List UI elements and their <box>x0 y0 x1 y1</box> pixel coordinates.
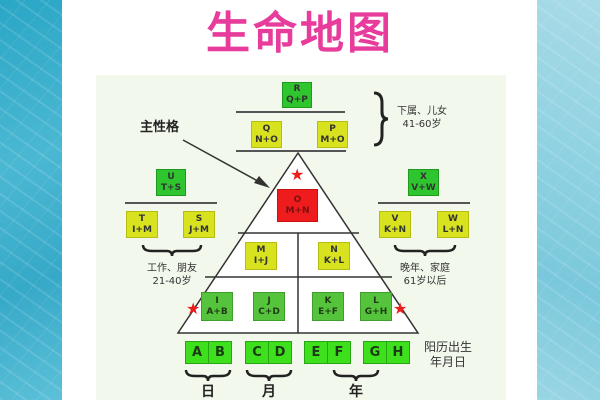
day-label: 日 <box>201 384 215 400</box>
birth-cell-B: B <box>208 341 232 364</box>
year-label: 年 <box>349 384 363 400</box>
box-O: O M+N <box>277 189 318 222</box>
box-letter: I <box>215 295 219 306</box>
box-Q: Q N+O <box>251 121 282 148</box>
birth-cell-H: H <box>386 341 410 364</box>
box-formula: M+N <box>285 205 310 216</box>
month-label: 月 <box>262 384 276 400</box>
box-letter: K <box>324 295 332 306</box>
box-formula: K+N <box>383 224 407 235</box>
left-decorative-background <box>0 0 62 400</box>
box-W: W L+N <box>437 211 469 238</box>
box-letter: T <box>138 213 146 224</box>
box-letter: U <box>167 171 175 182</box>
top-group-label-line2: 41-60岁 <box>402 119 442 130</box>
box-formula: I+M <box>132 224 152 235</box>
birth-cell-G: G <box>363 341 387 364</box>
left-group-label-line2: 21-40岁 <box>152 276 192 287</box>
box-letter: V <box>391 213 399 224</box>
left-group-label-line1: 工作、朋友 <box>147 263 197 274</box>
box-N: N K+L <box>318 242 350 270</box>
box-M: M I+J <box>245 242 277 270</box>
box-S: S J+M <box>183 211 215 238</box>
box-formula: K+L <box>323 256 345 266</box>
left-group-label: 工作、朋友 21-40岁 <box>137 262 207 288</box>
box-letter: X <box>420 171 427 182</box>
box-formula: C+D <box>258 306 280 317</box>
top-group-label-line1: 下属、儿女 <box>397 106 447 117</box>
right-group-label-line2: 61岁以后 <box>403 276 447 287</box>
box-formula: E+F <box>318 306 338 317</box>
birth-date-label-line2: 年月日 <box>429 355 466 369</box>
box-formula: A+B <box>206 306 228 317</box>
box-letter: M <box>256 245 266 255</box>
box-K: K E+F <box>312 292 344 321</box>
box-letter: J <box>267 295 271 306</box>
box-L: L G+H <box>360 292 392 321</box>
box-formula: I+J <box>253 256 269 266</box>
right-group-label: 晚年、家庭 61岁以后 <box>390 262 460 288</box>
box-formula: L+N <box>442 224 464 235</box>
box-letter: N <box>330 245 338 255</box>
main-personality-label: 主性格 <box>140 120 180 135</box>
box-formula: T+S <box>160 182 182 193</box>
birth-date-label: 阳历出生 年月日 <box>417 340 479 370</box>
box-letter: R <box>293 84 301 94</box>
box-P: P M+O <box>317 121 348 148</box>
birth-date-label-line1: 阳历出生 <box>423 340 472 354</box>
box-formula: G+H <box>364 306 388 317</box>
box-U: U T+S <box>156 169 186 196</box>
box-formula: M+O <box>320 134 345 145</box>
box-formula: V+W <box>411 182 436 193</box>
box-letter: L <box>373 295 379 306</box>
star-icon: ★ <box>186 299 201 318</box>
birth-cell-C: C <box>245 341 269 364</box>
box-letter: W <box>448 213 458 224</box>
box-T: T I+M <box>126 211 158 238</box>
box-letter: O <box>293 194 302 205</box>
box-formula: N+O <box>255 134 278 145</box>
right-group-label-line1: 晚年、家庭 <box>400 263 450 274</box>
birth-cell-E: E <box>304 341 328 364</box>
star-icon: ★ <box>290 165 305 184</box>
birth-cell-F: F <box>327 341 351 364</box>
box-formula: Q+P <box>286 95 308 105</box>
box-formula: J+M <box>189 224 209 235</box>
box-letter: S <box>195 213 203 224</box>
box-V: V K+N <box>379 211 411 238</box>
right-decorative-background <box>537 0 600 400</box>
box-letter: Q <box>262 123 271 134</box>
box-X: X V+W <box>408 169 439 196</box>
page-title: 生命地图 <box>206 8 394 59</box>
star-icon: ★ <box>393 299 408 318</box>
top-group-label: 下属、儿女 41-60岁 <box>392 105 452 131</box>
birth-cell-D: D <box>268 341 292 364</box>
box-R: R Q+P <box>282 82 312 108</box>
box-I: I A+B <box>201 292 233 321</box>
birth-cell-A: A <box>185 341 209 364</box>
box-J: J C+D <box>253 292 285 321</box>
box-letter: P <box>329 123 336 134</box>
